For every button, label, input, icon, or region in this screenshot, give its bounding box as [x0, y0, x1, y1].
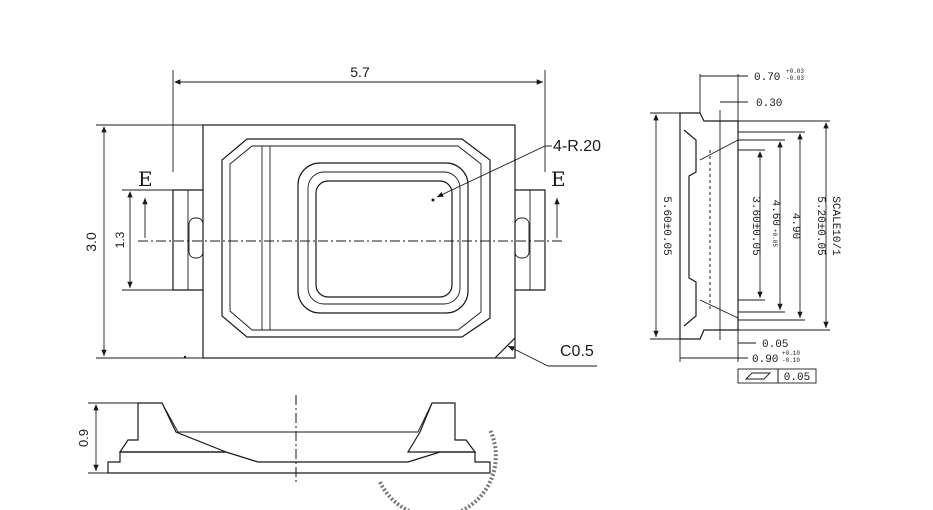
- dim490-label: 4.90: [789, 213, 801, 239]
- dim005-label: 0.05: [762, 339, 788, 351]
- cavity-inner-edge: [229, 145, 482, 331]
- lens-outer: [297, 162, 469, 314]
- dim520-label: 5.20±0.05: [814, 196, 826, 255]
- chamfer-edge: [494, 337, 516, 359]
- dim070-tol-minus: -0.03: [786, 75, 804, 82]
- section-wall-right: [406, 402, 477, 453]
- dim090-tol-minus: -0.10: [782, 357, 800, 364]
- pad-label: 1.3: [113, 231, 127, 248]
- side-cavity-slope: [699, 139, 739, 319]
- section-mark-left: E: [138, 167, 153, 191]
- dim460-label: 4.60: [769, 200, 781, 226]
- section-arc-artifact: [378, 429, 498, 510]
- radius-point: [431, 198, 435, 202]
- section-height-label: 0.9: [76, 429, 91, 447]
- dim460-tol: +0.05: [771, 229, 778, 247]
- side-lead-profile: [683, 129, 697, 327]
- lead-right-tab: [514, 217, 530, 259]
- top-view: 5.7 3.0 1.3 E E 4-R.20 C0.5: [83, 64, 601, 367]
- radius-label: 4-R.20: [553, 138, 601, 155]
- flatness-value: 0.05: [784, 372, 810, 384]
- width-label: 5.7: [350, 64, 370, 80]
- lens-inner: [315, 180, 453, 298]
- section-wall-left: [118, 402, 227, 453]
- dim070-label: 0.70: [754, 72, 780, 84]
- chamfer-label: C0.5: [560, 343, 594, 360]
- dim360-label: 3.60±0.05: [749, 196, 761, 255]
- dim030-label: 0.30: [756, 98, 782, 110]
- height-label: 3.0: [83, 232, 99, 252]
- section-view: 0.9: [76, 395, 498, 510]
- chamfer-leader: [507, 345, 549, 367]
- flatness-icon: [744, 372, 772, 380]
- dim090-label: 0.90: [752, 354, 778, 366]
- flatness-value-box: [777, 368, 817, 384]
- section-mark-right: E: [551, 167, 566, 191]
- side-view: 0.70 +0.03 -0.03 0.30 5.60±0.05 5.20±0.0…: [650, 68, 841, 384]
- section-lens-top: [161, 402, 433, 433]
- dim090-tol-plus: +0.10: [782, 350, 800, 357]
- cavity-outer: [221, 138, 491, 338]
- scale-label: SCALE10/1: [829, 196, 841, 256]
- section-base: [107, 451, 491, 474]
- dim560-label: 5.60±0.05: [660, 196, 672, 255]
- flatness-symbol-box: [737, 368, 779, 384]
- radius-leader: [436, 145, 546, 198]
- lens-mid: [307, 171, 461, 305]
- lead-left-tab: [188, 217, 204, 259]
- dim070-tol-plus: +0.03: [786, 68, 804, 75]
